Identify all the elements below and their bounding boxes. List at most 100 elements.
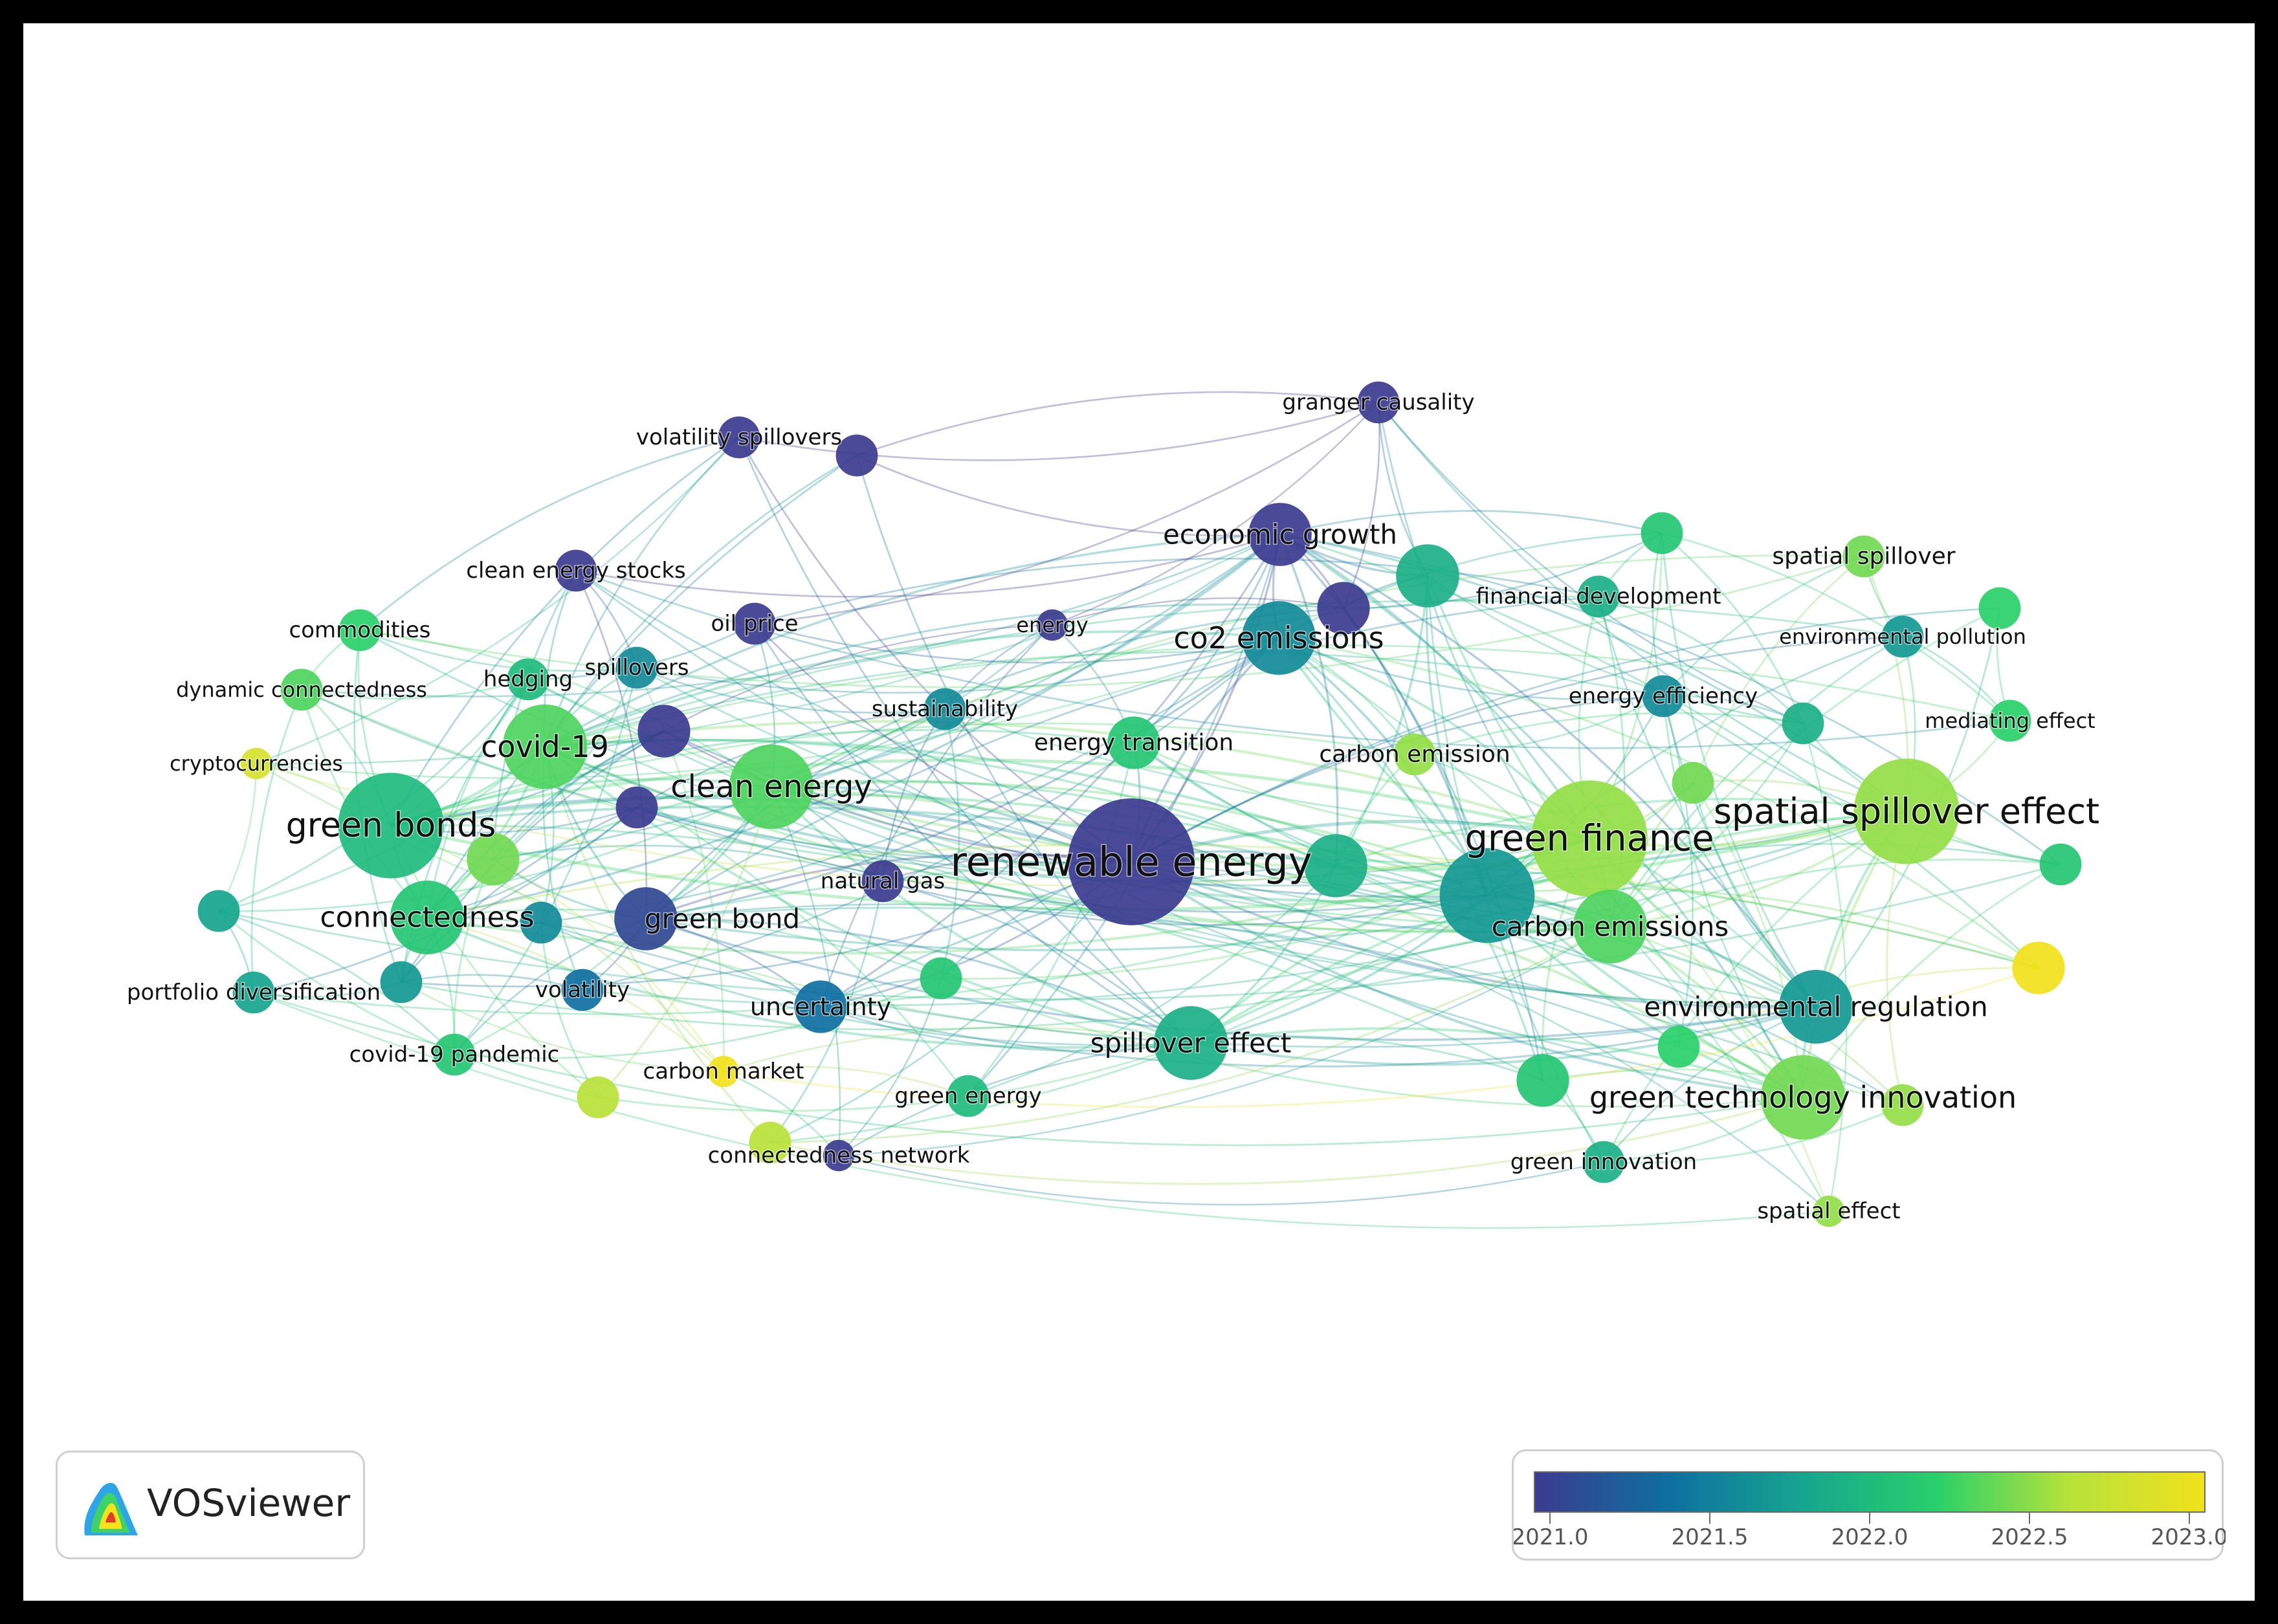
node-green-innovation[interactable] [1582,1141,1625,1183]
label-financial-development[interactable]: financial development [1475,583,1722,611]
node-co2-emissions[interactable] [1242,601,1316,675]
node-n-u3[interactable] [1396,544,1459,608]
label-uncertainty[interactable]: uncertainty [749,992,892,1022]
node-spillover-effect[interactable] [1154,1006,1228,1080]
node-oil-price[interactable] [733,602,776,645]
node-clean-energy[interactable] [729,744,814,829]
node-dynamic-connectedness[interactable] [280,668,323,711]
label-connectedness-network[interactable]: connectedness network [707,1142,971,1170]
node-portfolio-diversification[interactable] [232,971,275,1014]
label-green-bonds[interactable]: green bonds [285,806,497,846]
node-green-bond[interactable] [614,887,678,950]
node-n-u1[interactable] [1304,834,1367,897]
node-n-u8[interactable] [615,786,658,829]
node-granger-causality[interactable] [1357,381,1400,424]
label-green-bond[interactable]: green bond [643,902,801,936]
label-renewable-energy[interactable]: renewable energy [949,837,1313,886]
label-volatility-spillovers[interactable]: volatility spillovers [635,424,843,452]
label-spatial-spillover-effect[interactable]: spatial spillover effect [1712,790,2100,833]
node-carbon-emissions[interactable] [1573,890,1647,963]
label-spillover-effect[interactable]: spillover effect [1089,1026,1292,1060]
label-carbon-emission[interactable]: carbon emission [1318,740,1511,769]
node-connectedness[interactable] [390,881,464,954]
node-n-u16[interactable] [1672,762,1714,804]
label-environmental-regulation[interactable]: environmental regulation [1643,990,1989,1024]
label-clean-energy[interactable]: clean energy [670,768,874,806]
label-connectedness[interactable]: connectedness [319,900,535,935]
node-n-u18[interactable] [1516,1054,1569,1107]
node-n-u2[interactable] [1439,848,1535,943]
node-energy-efficiency[interactable] [1642,675,1685,718]
node-n-u22[interactable] [1881,1084,1924,1126]
label-hedging[interactable]: hedging [482,666,573,694]
label-covid-19-pandemic[interactable]: covid-19 pandemic [348,1041,560,1069]
label-dynamic-connectedness[interactable]: dynamic connectedness [175,677,428,703]
label-cryptocurrencies[interactable]: cryptocurrencies [169,751,344,777]
label-portfolio-diversification[interactable]: portfolio diversification [126,979,381,1007]
label-energy-transition[interactable]: energy transition [1033,729,1234,757]
node-green-bonds[interactable] [338,773,444,879]
node-financial-development[interactable] [1577,575,1620,618]
node-sustainability[interactable] [923,688,966,730]
label-oil-price[interactable]: oil price [710,610,799,638]
node-n-u10[interactable] [637,705,691,758]
node-n-u23[interactable] [749,1121,791,1164]
node-n-u20[interactable] [1657,1026,1700,1068]
node-spatial-spillover-effect[interactable] [1853,758,1960,864]
label-green-innovation[interactable]: green innovation [1509,1148,1697,1176]
node-environmental-pollution[interactable] [1881,615,1924,658]
node-n-u19[interactable] [920,957,962,1000]
label-volatility[interactable]: volatility [534,976,630,1004]
node-energy-transition[interactable] [1107,716,1160,769]
node-n-u7[interactable] [835,434,878,477]
label-commodities[interactable]: commodities [288,617,432,644]
label-sustainability[interactable]: sustainability [870,696,1019,723]
label-economic-growth[interactable]: economic growth [1162,518,1398,551]
node-covid-19[interactable] [502,704,588,789]
label-green-technology-innovation[interactable]: green technology innovation [1588,1079,2017,1116]
node-environmental-regulation[interactable] [1779,970,1853,1044]
label-covid-19[interactable]: covid-19 [480,729,610,765]
label-spatial-spillover[interactable]: spatial spillover [1771,542,1956,571]
node-natural-gas[interactable] [861,860,904,903]
node-energy[interactable] [1036,609,1068,641]
node-green-finance[interactable] [1531,780,1648,897]
node-covid-19-pandemic[interactable] [433,1033,476,1076]
node-green-technology-innovation[interactable] [1760,1055,1846,1140]
label-environmental-pollution[interactable]: environmental pollution [1778,624,2028,650]
node-volatility-spillovers[interactable] [718,416,760,459]
node-carbon-market[interactable] [707,1055,740,1088]
label-granger-causality[interactable]: granger causality [1281,389,1476,417]
label-spatial-effect[interactable]: spatial effect [1756,1198,1901,1225]
node-renewable-energy[interactable] [1068,798,1195,925]
label-green-finance[interactable]: green finance [1464,817,1715,861]
node-cryptocurrencies[interactable] [240,747,272,780]
node-clean-energy-stocks[interactable] [555,549,597,592]
node-n-u5[interactable] [1641,512,1683,554]
node-spatial-effect[interactable] [1813,1195,1845,1227]
label-energy[interactable]: energy [1015,612,1090,639]
node-volatility[interactable] [561,969,604,1011]
label-mediating-effect[interactable]: mediating effect [1924,708,2096,734]
node-spatial-spillover[interactable] [1842,535,1885,578]
label-carbon-market[interactable]: carbon market [642,1058,805,1086]
label-carbon-emissions[interactable]: carbon emissions [1490,910,1729,943]
label-green-energy[interactable]: green energy [894,1082,1043,1110]
node-n-u12[interactable] [577,1076,619,1119]
node-connectedness-network[interactable] [823,1139,855,1172]
node-hedging[interactable] [507,658,549,701]
node-spillovers[interactable] [615,646,658,689]
node-n-u17[interactable] [380,961,423,1004]
node-mediating-effect[interactable] [1989,699,2031,742]
node-n-u6[interactable] [1978,587,2021,630]
node-n-u4[interactable] [1317,582,1370,635]
label-clean-energy-stocks[interactable]: clean energy stocks [465,557,687,585]
node-n-u15[interactable] [1782,702,1824,745]
label-co2-emissions[interactable]: co2 emissions [1173,620,1385,657]
node-n-u11[interactable] [197,890,240,932]
node-economic-growth[interactable] [1248,503,1312,566]
node-n-u14[interactable] [2039,843,2082,886]
label-natural-gas[interactable]: natural gas [819,868,945,895]
label-spillovers[interactable]: spillovers [584,654,690,682]
